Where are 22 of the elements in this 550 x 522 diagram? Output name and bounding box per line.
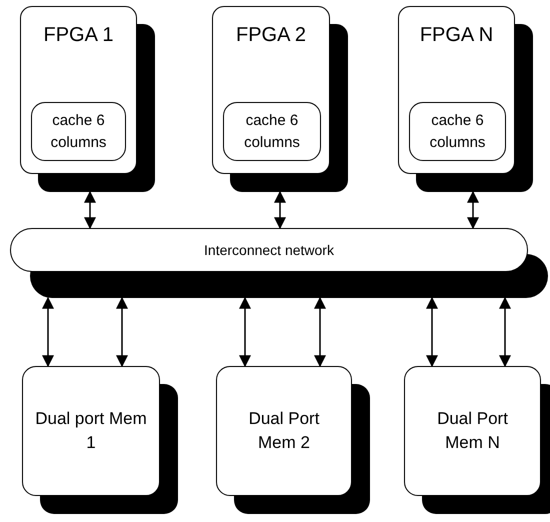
double-arrow [467, 190, 479, 230]
double-arrow [314, 296, 326, 368]
node-label: Dual Port Mem N [436, 408, 509, 454]
cache-box [223, 102, 321, 161]
cache-box [31, 102, 126, 161]
double-arrow [239, 296, 251, 368]
double-arrow [84, 190, 96, 230]
node-title: FPGA N [418, 23, 494, 48]
double-arrow [499, 296, 511, 368]
node-title: FPGA 2 [234, 23, 308, 48]
node-label: Dual Port Mem 2 [248, 408, 320, 454]
cache-box [409, 102, 506, 161]
double-arrow [274, 190, 286, 230]
node-label: cache 6 columns [428, 110, 486, 152]
double-arrow [426, 296, 438, 368]
node-label: cache 6 columns [243, 110, 301, 152]
double-arrow [116, 296, 128, 368]
double-arrow [42, 296, 54, 368]
node-label: Dual port Mem 1 [34, 408, 148, 454]
node-label: cache 6 columns [50, 110, 108, 152]
node-title: FPGA 1 [42, 23, 115, 48]
node-label: Interconnect network [204, 240, 334, 260]
